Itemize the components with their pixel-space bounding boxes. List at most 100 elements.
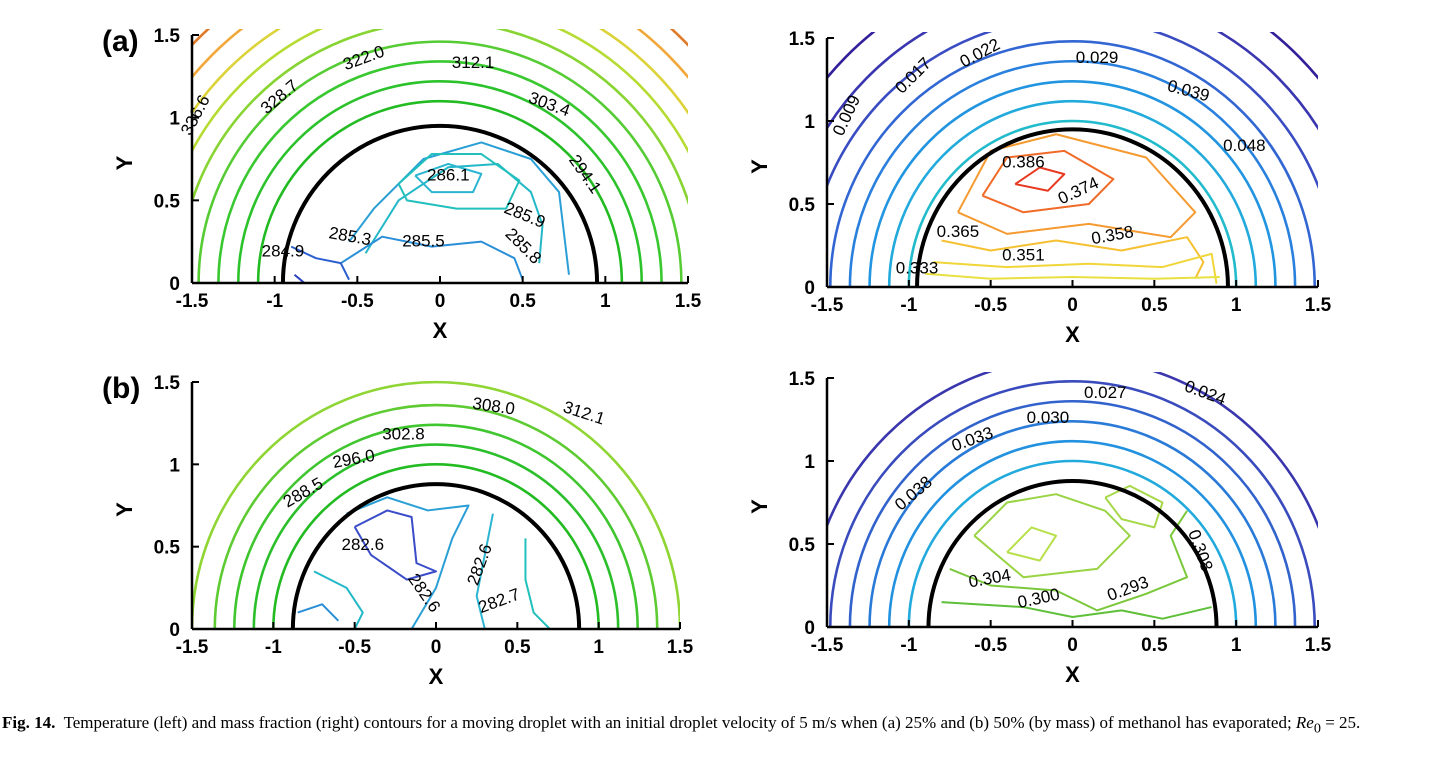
y-tick-label: 0.5 — [154, 191, 181, 212]
contour-line — [887, 439, 1258, 627]
contour-line — [192, 380, 680, 629]
contour-line — [868, 79, 1277, 287]
contour-line — [217, 60, 663, 283]
contour-line — [293, 273, 306, 283]
x-tick-label: -0.5 — [974, 635, 1007, 656]
y-tick-label: 1.5 — [154, 373, 181, 394]
x-tick-label: 0.5 — [504, 637, 531, 658]
contour-line — [197, 40, 683, 283]
contour-line — [868, 419, 1277, 627]
x-tick-label: 0.5 — [509, 291, 536, 312]
contour-value-label: 0.333 — [896, 259, 939, 278]
contour-value-label: 0.029 — [1076, 48, 1119, 67]
y-axis-label: Y — [747, 159, 772, 174]
contour-line — [827, 32, 1318, 190]
contour-line — [236, 79, 644, 283]
x-tick-label: 0 — [1067, 635, 1078, 656]
contour-value-label: 336.6 — [177, 92, 214, 138]
x-tick-label: 0 — [1067, 295, 1078, 316]
contour-value-label: 288.5 — [280, 474, 326, 512]
y-tick-label: 0 — [804, 618, 815, 639]
contour-value-label: 0.022 — [957, 35, 1003, 72]
x-tick-label: 1 — [1231, 295, 1242, 316]
y-tick-label: 0 — [804, 278, 815, 299]
figure-number: Fig. 14. — [2, 713, 56, 732]
contour-line — [949, 510, 1189, 612]
contour-value-label: 303.4 — [526, 88, 572, 120]
y-tick-label: 0.5 — [154, 538, 181, 559]
contour-value-label: 0.038 — [891, 472, 936, 514]
y-tick-label: 0.5 — [789, 535, 816, 556]
contour-value-label: 0.033 — [949, 423, 995, 455]
x-tick-label: -1 — [900, 295, 917, 316]
y-tick-label: 1 — [169, 109, 180, 130]
contour-line — [828, 380, 1317, 627]
contour-line — [1006, 526, 1058, 562]
contour-line — [1014, 166, 1066, 192]
contour-line — [297, 603, 340, 622]
contour-value-label: 286.1 — [427, 165, 470, 184]
contour-line — [290, 245, 350, 281]
y-axis-label: Y — [747, 499, 772, 514]
contour-line — [256, 99, 624, 283]
contour-value-label: 312.1 — [561, 397, 607, 428]
contour-value-label: 285.3 — [327, 223, 372, 249]
contour-value-label: 282.6 — [404, 570, 444, 616]
contour-line — [848, 400, 1297, 627]
contour-line — [957, 133, 1197, 239]
x-tick-label: 1 — [593, 637, 604, 658]
contour-value-label: 284.9 — [262, 242, 305, 261]
figure-caption: Fig. 14. Temperature (left) and mass fra… — [2, 712, 1442, 739]
contour-line — [1104, 484, 1164, 529]
caption-text: Temperature (left) and mass fraction (ri… — [63, 713, 1296, 732]
y-tick-label: 1 — [804, 112, 815, 133]
contour-value-label: 0.374 — [1055, 173, 1102, 208]
contour-line — [232, 423, 640, 629]
x-tick-label: -1 — [265, 637, 282, 658]
droplet-boundary — [290, 482, 582, 630]
y-tick-label: 1.5 — [789, 29, 816, 50]
contour-line — [941, 236, 1205, 280]
y-axis-label: Y — [112, 155, 137, 170]
contour-value-label: 328.7 — [257, 76, 302, 118]
contour-value-label: 0.024 — [1182, 377, 1228, 409]
x-tick-label: 1 — [1231, 635, 1242, 656]
contour-line — [973, 493, 1131, 579]
contour-line — [887, 99, 1258, 287]
contour-value-label: 0.048 — [1223, 136, 1266, 155]
contour-line — [192, 29, 688, 206]
x-tick-label: 0 — [431, 637, 442, 658]
contour-line — [346, 496, 470, 629]
panel-label: (b) — [102, 372, 140, 405]
x-tick-label: 1.5 — [1305, 635, 1332, 656]
x-tick-label: 1 — [600, 291, 611, 312]
contour-value-label: 312.1 — [452, 53, 495, 72]
panel-label: (a) — [102, 25, 139, 58]
droplet-boundary — [926, 478, 1219, 628]
y-tick-label: 0.5 — [789, 195, 816, 216]
contour-value-label: 0.030 — [1027, 408, 1070, 427]
contour-line — [348, 141, 570, 275]
contour-value-label: 0.386 — [1002, 152, 1045, 171]
contour-line — [907, 459, 1238, 627]
contour-line — [313, 570, 364, 629]
reynolds-subscript: 0 — [1313, 720, 1321, 737]
contour-value-label: 282.6 — [342, 535, 385, 554]
contour-line — [981, 149, 1115, 214]
y-tick-label: 1 — [169, 455, 180, 476]
x-tick-label: -1 — [266, 291, 283, 312]
y-tick-label: 1.5 — [154, 26, 181, 47]
contour-line — [340, 235, 524, 281]
contour-line — [907, 119, 1238, 287]
y-tick-label: 0 — [169, 274, 180, 295]
x-axis-label: X — [429, 664, 444, 689]
reynolds-value: = 25. — [1320, 713, 1361, 732]
x-tick-label: 0.5 — [1141, 635, 1168, 656]
contour-value-label: 0.351 — [1002, 245, 1045, 264]
contour-value-label: 282.7 — [476, 585, 522, 617]
contour-line — [414, 162, 483, 194]
x-tick-label: -1.5 — [811, 635, 844, 656]
x-tick-label: 0.5 — [1141, 295, 1168, 316]
